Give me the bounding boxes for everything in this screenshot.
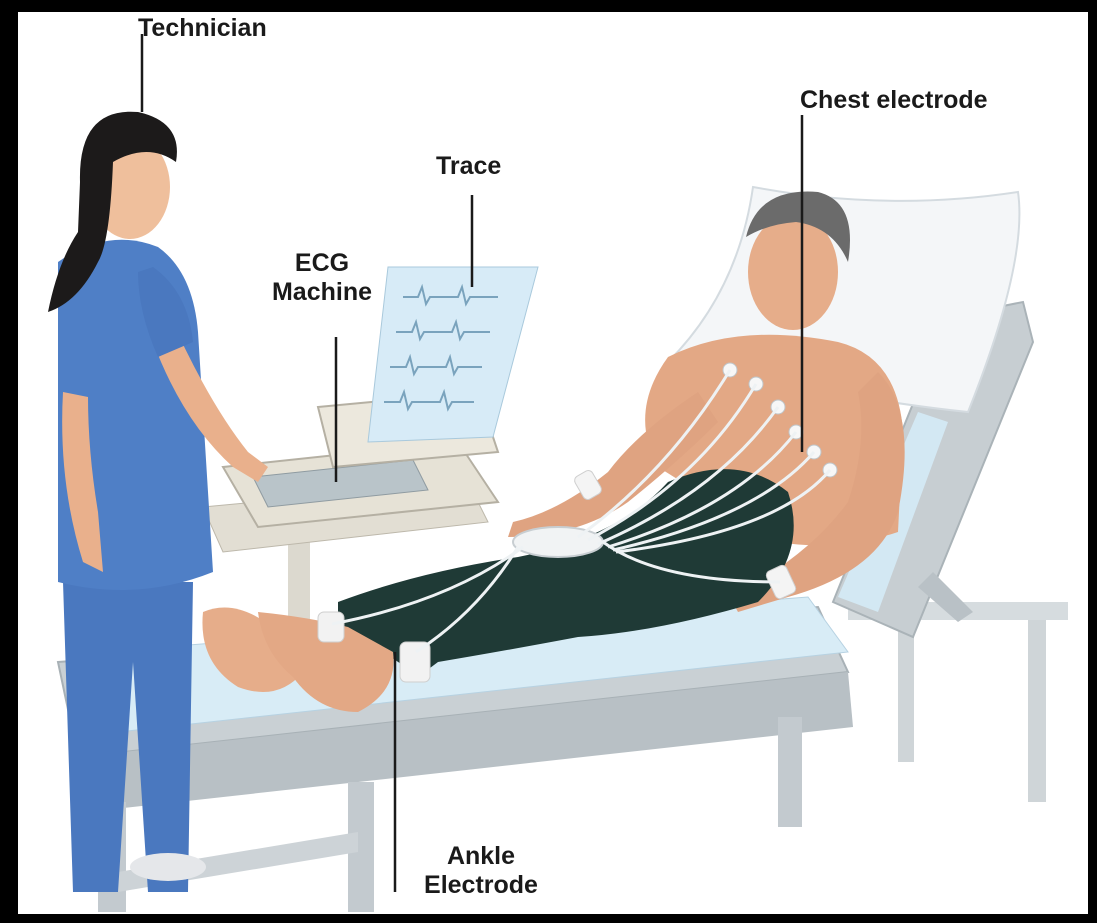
label-ecg-machine-line1: ECG <box>262 249 382 278</box>
trolley-pole <box>288 532 310 622</box>
label-ecg-machine-line2: Machine <box>262 278 382 307</box>
couch-leg-front-right <box>778 717 802 827</box>
ankle-electrode-band-2 <box>318 612 344 642</box>
label-technician: Technician <box>138 14 267 43</box>
ecg-illustration <box>18 12 1088 914</box>
label-ankle-electrode: Ankle Electrode <box>416 842 546 900</box>
label-ankle-electrode-line1: Ankle <box>416 842 546 871</box>
trace-paper <box>368 267 538 442</box>
label-ecg-machine: ECG Machine <box>262 249 382 307</box>
couch-leg-back-right <box>1028 612 1046 802</box>
label-chest-electrode: Chest electrode <box>800 86 988 115</box>
label-ankle-electrode-line2: Electrode <box>416 871 546 900</box>
technician-shoe <box>130 853 206 881</box>
lead-junction-box <box>513 527 603 557</box>
technician-legs <box>63 582 193 892</box>
illustration-canvas: Technician Trace ECG Machine Chest elect… <box>18 12 1088 914</box>
label-trace: Trace <box>436 152 501 181</box>
ankle-electrode-band-1 <box>400 642 430 682</box>
